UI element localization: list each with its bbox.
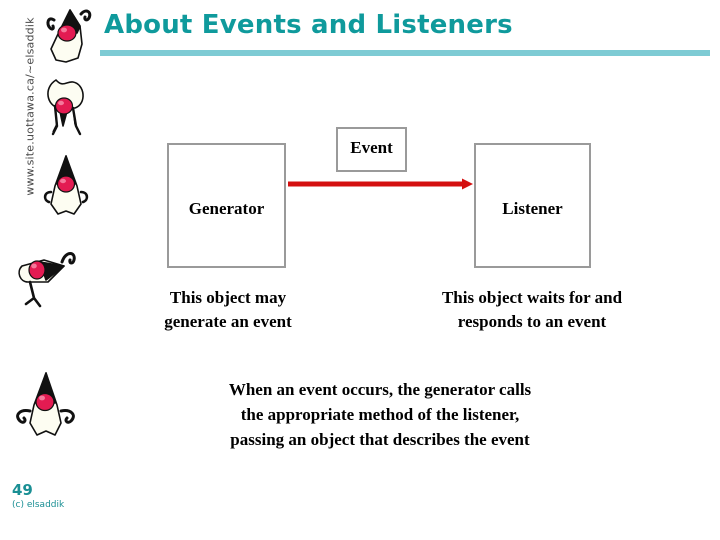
- page-number: 49: [12, 481, 33, 499]
- event-box-label: Event: [350, 138, 393, 157]
- event-box: [336, 127, 407, 172]
- java-duke-mascot-icon-2: [35, 66, 95, 138]
- summary-line-2: the appropriate method of the listener,: [240, 405, 520, 424]
- java-duke-mascot-icon-1: [36, 4, 98, 66]
- generator-box: [167, 143, 286, 268]
- summary-line-1: When an event occurs, the generator call…: [228, 380, 532, 399]
- summary-caption: When an event occurs, the generator call…: [168, 377, 592, 452]
- summary-line-3: passing an object that describes the eve…: [230, 430, 530, 449]
- java-duke-mascot-icon-4: [14, 238, 80, 310]
- site-url-label: www.site.uottawa.ca/~elsaddik: [23, 17, 37, 196]
- copyright-notice: (c) elsaddik: [12, 500, 65, 510]
- java-duke-mascot-icon-3: [38, 152, 94, 222]
- java-duke-mascot-icon-5: [8, 365, 80, 443]
- left-decoration-rail: www.site.uottawa.ca/~elsaddik: [0, 0, 100, 540]
- listener-caption-line-1: This object waits for and: [441, 288, 623, 307]
- page-title: About Events and Listeners: [104, 10, 513, 40]
- listener-caption-line-2: responds to an event: [457, 312, 607, 331]
- title-divider-rule: [100, 50, 710, 56]
- generator-caption-line-1: This object may: [169, 288, 287, 307]
- listener-caption: This object waits for and responds to an…: [410, 286, 654, 334]
- generator-box-label: Generator: [188, 199, 265, 218]
- listener-box: [474, 143, 591, 268]
- generator-caption-line-2: generate an event: [164, 312, 292, 331]
- event-flow-arrow-icon: [288, 178, 473, 190]
- generator-caption: This object may generate an event: [132, 286, 324, 334]
- listener-box-label: Listener: [502, 199, 563, 218]
